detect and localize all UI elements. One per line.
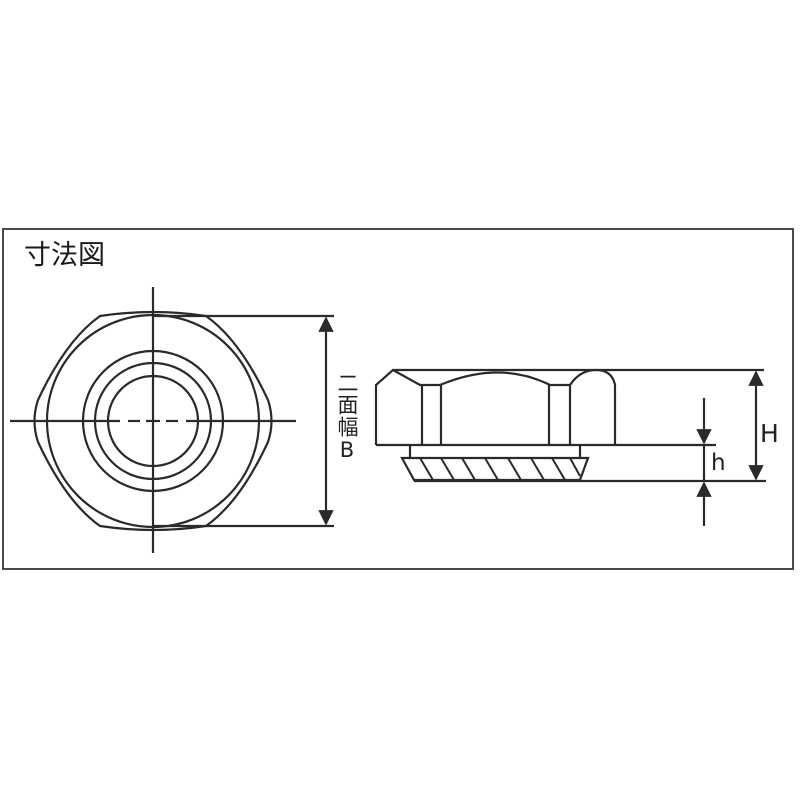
side-view [374,368,766,526]
diagram-title: 寸法図 [24,240,105,271]
front-view [10,287,334,553]
flange-height-label: h [711,450,726,476]
hex-body-outline [374,368,617,445]
thread-major-circle [93,361,213,481]
flange-hatching [419,457,581,481]
thread-minor-circle [106,374,200,468]
across-flats-label: 二面幅B [335,372,359,463]
washer-face-circle [81,349,225,493]
total-height-label: H [760,419,779,448]
diagram-frame [2,228,794,570]
